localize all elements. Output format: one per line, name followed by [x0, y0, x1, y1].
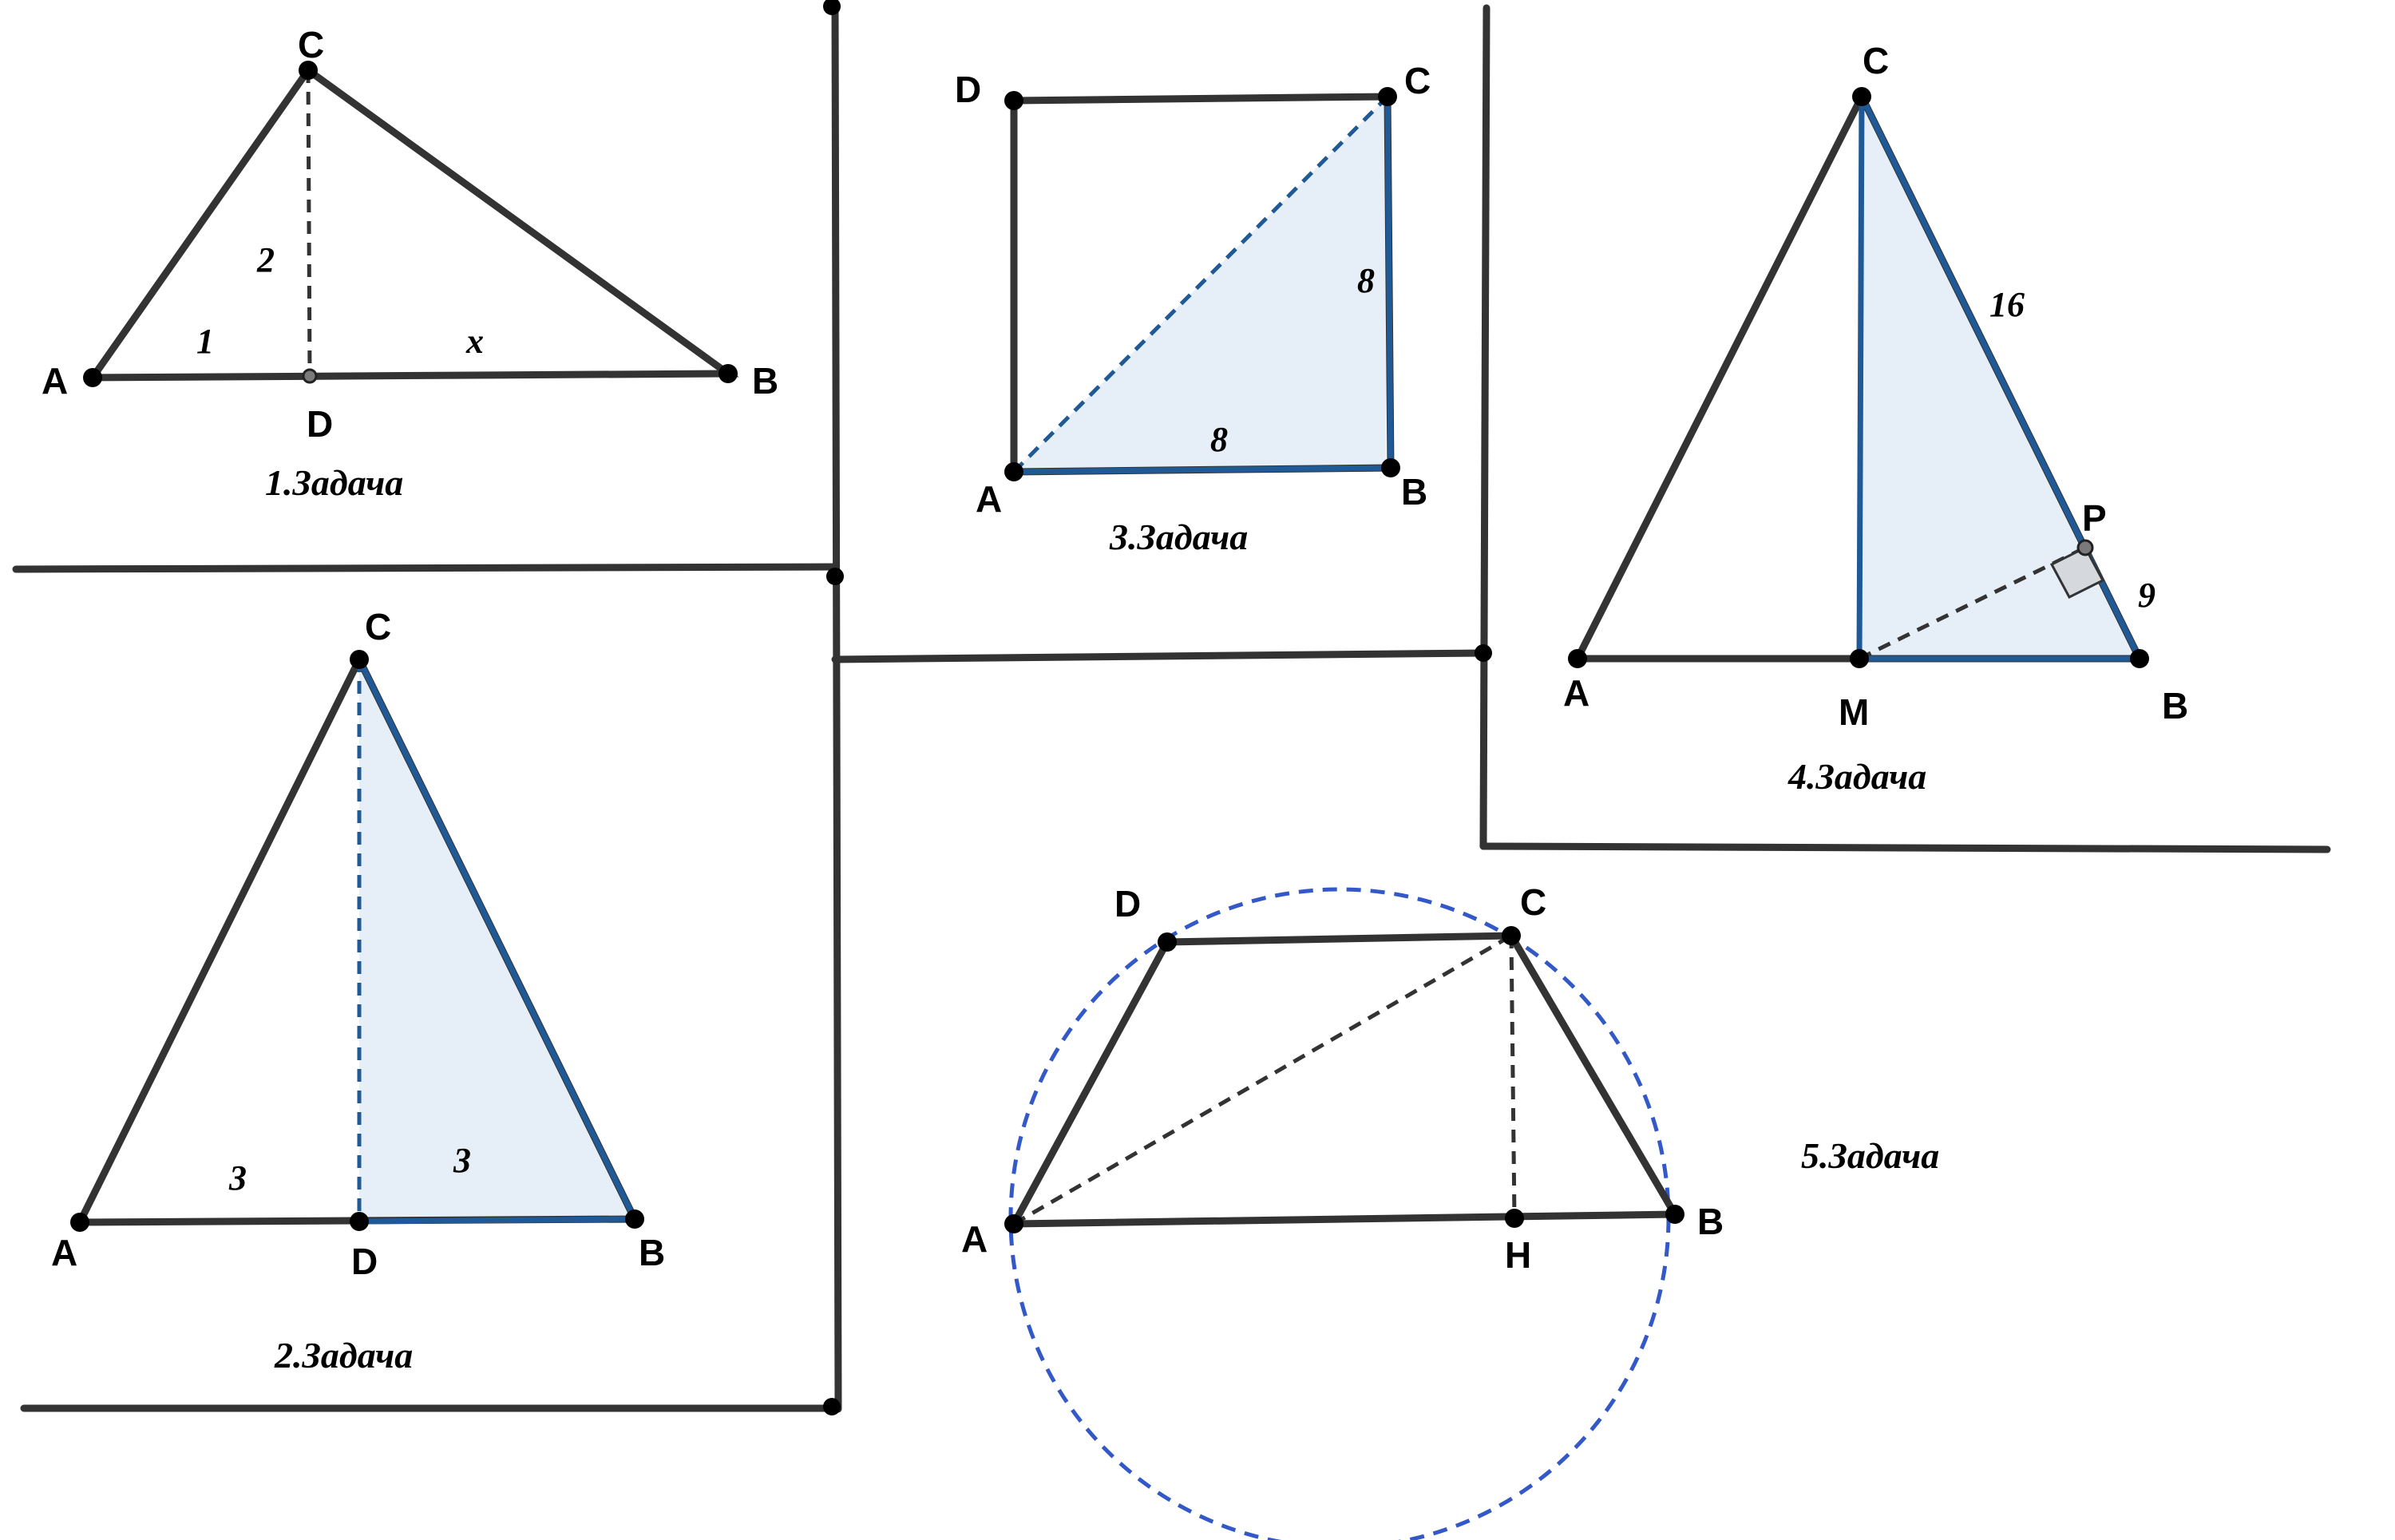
problem-4: A C B M P 16 9 4.Задача: [1563, 40, 2188, 797]
triangle-abc: [85, 65, 739, 382]
label-d: D: [307, 403, 333, 445]
diagonal-ac: [1012, 95, 1389, 473]
label-a: A: [976, 478, 1002, 520]
point-d: [1158, 932, 1177, 952]
point-c: [299, 61, 318, 80]
length-db: x: [465, 322, 484, 361]
point-a: [1004, 1214, 1023, 1233]
height-cd: [306, 69, 312, 377]
divider-point: [823, 1398, 841, 1415]
point-c: [1502, 926, 1521, 945]
point-c: [350, 650, 369, 669]
divider-point: [1475, 644, 1492, 662]
horizontal-divider-top-left: [12, 563, 839, 573]
point-d: [350, 1212, 369, 1231]
label-a: A: [1563, 672, 1589, 714]
length-bc: 8: [1357, 261, 1375, 300]
point-b: [2130, 649, 2149, 668]
vertical-divider-left: [831, 2, 842, 1413]
label-b: B: [752, 360, 778, 402]
caption-problem-1: 1.Задача: [265, 462, 403, 503]
caption-problem-2: 2.Задача: [274, 1335, 413, 1376]
length-ad: 1: [196, 322, 214, 361]
divider-lines: [12, 0, 2331, 1415]
side-cb: [356, 658, 638, 1221]
label-b: B: [1401, 471, 1427, 513]
side-cb: [1384, 96, 1394, 469]
caption-problem-3: 3.Задача: [1109, 517, 1248, 557]
point-d: [302, 368, 318, 384]
label-c: C: [1863, 40, 1889, 81]
point-b: [718, 364, 738, 383]
length-pb: 9: [2138, 576, 2156, 615]
diagonal-ac: [1012, 933, 1513, 1226]
divider-point: [823, 0, 841, 15]
problem-3: D C B A 8 8 3.Задача: [955, 60, 1431, 557]
label-c: C: [298, 24, 324, 65]
label-c: C: [1404, 60, 1431, 101]
problem-5: A D C B H 5.Задача: [961, 881, 1939, 1540]
median-cm: [1856, 96, 1865, 659]
length-db: 3: [453, 1141, 471, 1180]
point-m: [1850, 649, 1869, 668]
length-cd: 2: [256, 240, 275, 279]
label-d: D: [955, 69, 981, 110]
label-c: C: [1520, 881, 1546, 923]
label-a: A: [961, 1218, 988, 1260]
point-b: [1665, 1205, 1684, 1224]
point-a: [83, 368, 102, 387]
label-h: H: [1505, 1234, 1531, 1276]
problem-2: A C B D 3 3 2.Задача: [51, 606, 665, 1376]
label-d: D: [351, 1241, 378, 1282]
height-ch: [1509, 935, 1517, 1219]
length-ab: 8: [1210, 420, 1228, 459]
label-b: B: [1697, 1201, 1724, 1242]
horizontal-divider-right: [1479, 842, 2331, 853]
side-ab: [1013, 465, 1391, 475]
label-b: B: [639, 1232, 665, 1273]
label-a: A: [42, 360, 68, 402]
caption-problem-4: 4.Задача: [1787, 756, 1926, 797]
problem-1: A C B D 2 1 x 1.Задача: [42, 24, 778, 503]
point-b: [1381, 458, 1400, 477]
point-a: [1568, 649, 1587, 668]
label-a: A: [51, 1232, 77, 1273]
point-c: [1852, 87, 1871, 106]
divider-point: [826, 568, 844, 585]
side-db: [358, 1216, 635, 1225]
point-a: [1004, 462, 1023, 481]
label-b: B: [2162, 685, 2188, 726]
caption-problem-5: 5.Задача: [1801, 1135, 1939, 1176]
length-cp: 16: [1989, 285, 2025, 324]
length-ad: 3: [228, 1158, 247, 1198]
horizontal-divider-middle: [831, 649, 1489, 663]
label-m: M: [1839, 691, 1869, 733]
vertical-divider-right: [1479, 4, 1490, 850]
point-h: [1505, 1209, 1524, 1228]
label-d: D: [1114, 883, 1141, 924]
point-d: [1004, 91, 1023, 110]
point-p: [2076, 539, 2094, 556]
right-angle-mark: [2049, 546, 2105, 599]
point-a: [70, 1213, 89, 1232]
label-p: P: [2082, 497, 2107, 539]
point-c: [1378, 87, 1397, 106]
point-b: [625, 1209, 644, 1229]
label-c: C: [365, 606, 391, 647]
